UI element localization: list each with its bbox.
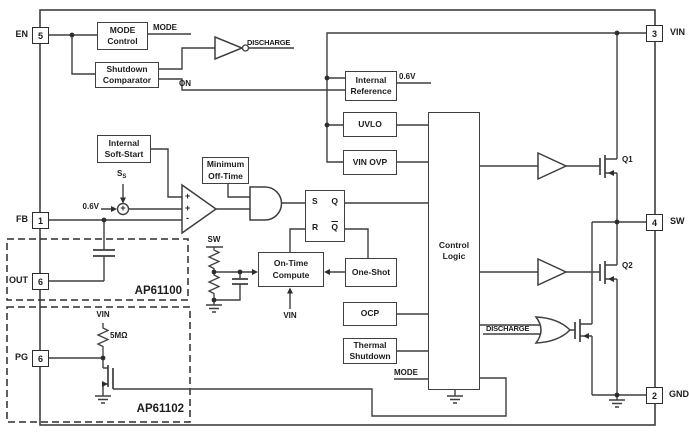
pin-label-pg: PG: [14, 352, 28, 362]
signal-vin-pg: VIN: [96, 310, 110, 319]
q2-gate-driver: [537, 257, 568, 287]
pin-box-gnd: 2: [646, 387, 663, 404]
and-gate: [249, 186, 283, 221]
ground-symbols: [95, 304, 625, 408]
block-minimum-off-time: Minimum Off-Time: [202, 157, 249, 184]
pin-label-gnd: GND: [669, 389, 689, 399]
inverter-bubble: [241, 44, 250, 52]
block-ocp: OCP: [343, 302, 397, 326]
block-one-shot: One-Shot: [345, 258, 397, 287]
pin-label-fb: FB: [16, 214, 28, 224]
pin-box-sw: 4: [646, 214, 663, 231]
resistors: [96, 247, 221, 358]
signal-mode-bottom: MODE: [394, 368, 418, 377]
soft-start-sub: S: [122, 174, 127, 180]
q1-gate-driver: [537, 151, 568, 181]
signal-pg-pullup: 5MΩ: [110, 331, 128, 340]
summing-plus-sign: +: [120, 202, 126, 213]
block-mode-control: MODE Control: [97, 22, 148, 50]
pin-box-pg: 6: [32, 350, 49, 367]
pin-box-fb: 1: [32, 212, 49, 229]
pin-label-sw: SW: [670, 216, 685, 226]
pin-box-vin: 3: [646, 25, 663, 42]
block-vin-ovp: VIN OVP: [343, 150, 397, 175]
label-q2: Q2: [622, 261, 633, 270]
block-shutdown-comparator: Shutdown Comparator: [95, 62, 159, 88]
block-thermal-shutdown: Thermal Shutdown: [343, 338, 397, 364]
soft-start-base: S: [117, 169, 123, 178]
pin-label-vin: VIN: [670, 27, 686, 37]
ap61100-dashed-box: [6, 238, 189, 301]
sr-latch: S Q R Q: [305, 190, 345, 242]
ap61102-dashed-box: [6, 306, 191, 423]
arrowheads: [102, 170, 614, 387]
signal-sw-divider: SW: [207, 235, 221, 244]
latch-r-label: R: [312, 222, 319, 232]
signal-on: ON: [179, 79, 191, 88]
signal-vin-on-time: VIN: [283, 311, 297, 320]
latch-qbar-label: Q: [331, 222, 338, 232]
comparator-minus: -: [186, 213, 189, 223]
mosfet-bars: [107, 155, 606, 389]
signal-ref-out: 0.6V: [399, 72, 416, 81]
pin-label-en: EN: [15, 29, 28, 39]
error-comparator: [181, 183, 218, 235]
signal-discharge-bottom: DISCHARGE: [486, 324, 530, 333]
block-internal-reference: Internal Reference: [345, 71, 397, 101]
comparator-plus-top: +: [185, 191, 191, 201]
label-q1: Q1: [622, 155, 633, 164]
pin-label-out: OUT: [9, 275, 28, 285]
junction-dots: [69, 30, 620, 398]
latch-s-label: S: [312, 196, 318, 206]
pin-box-out: 6: [32, 273, 49, 290]
discharge-inverter: [214, 35, 244, 61]
or-gate: [534, 316, 572, 344]
block-control-logic: Control Logic: [428, 112, 480, 390]
block-internal-soft-start: Internal Soft-Start: [97, 135, 151, 163]
signal-mode-top: MODE: [153, 23, 177, 32]
block-uvlo: UVLO: [343, 112, 397, 137]
signal-soft-start-current: SS: [117, 169, 127, 181]
variant-label-ap61100: AP61100: [134, 285, 182, 297]
pin-box-en: 5: [32, 27, 49, 44]
latch-q-label: Q: [331, 196, 338, 206]
comparator-plus-mid: +: [185, 203, 191, 213]
capacitors: [93, 249, 248, 285]
signal-ref-in: 0.6V: [82, 202, 99, 211]
variant-label-ap61102: AP61102: [136, 403, 184, 415]
block-on-time-compute: On-Time Compute: [258, 252, 324, 287]
signal-discharge-top: DISCHARGE: [247, 38, 291, 47]
